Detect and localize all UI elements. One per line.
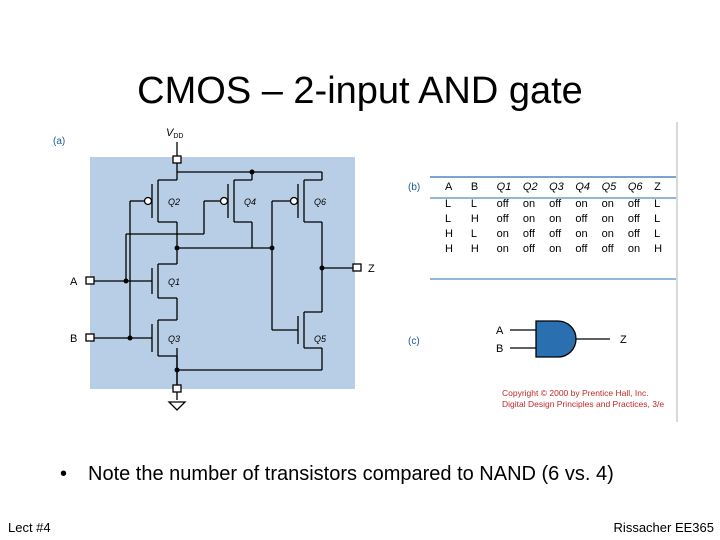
table-cell: L [470,227,477,240]
table-row: H L on off off on on off L [445,226,680,241]
transistor-label-q6: Q6 [314,197,326,207]
table-cell: on [549,242,562,255]
table-cell: L [654,227,661,240]
output-label-z: Z [368,263,375,275]
table-cell: off [627,212,640,225]
footer-course: Rissacher EE365 [613,520,714,535]
slide-title: CMOS – 2-input AND gate [137,70,583,112]
gate-input-label-b: B [496,343,503,355]
table-cell: L [654,212,661,225]
table-cell: on [522,212,536,225]
table-cell: on [601,227,614,240]
table-cell: off [601,242,614,255]
table-cell: off [549,197,562,210]
gate-output-label-z: Z [620,334,627,346]
panel-label-a: (a) [53,136,66,147]
table-cell: off [522,242,535,255]
table-cell: H [470,242,479,255]
table-cell: off [627,197,640,210]
table-cell: on [575,197,588,210]
panel-label-b: (b) [408,182,421,193]
truth-table: A B Q1 Q2 Q3 Q4 Q5 Q6 Z L L off on off o… [445,178,680,256]
table-cell: off [496,212,509,225]
table-row: H H on off on off off on H [445,241,680,256]
table-cell: H [445,227,453,240]
header-q2: Q2 [522,181,538,193]
header-b: B [470,181,479,193]
table-cell: off [549,227,562,240]
header-a: A [445,181,453,193]
transistor-label-q4: Q4 [244,197,256,207]
copyright-notice: Copyright © 2000 by Prentice Hall, Inc. … [502,388,664,410]
truth-table-header: A B Q1 Q2 Q3 Q4 Q5 Q6 Z [445,178,680,196]
header-q1: Q1 [496,181,512,193]
table-cell: H [654,242,663,255]
header-q4: Q4 [575,181,591,193]
header-z: Z [654,181,661,193]
table-cell: on [601,197,614,210]
table-cell: on [575,227,588,240]
table-cell: on [549,212,562,225]
header-q3: Q3 [549,181,564,193]
table-cell: L [470,197,477,210]
transistor-label-q5: Q5 [314,334,327,344]
table-cell: H [445,242,453,255]
footer-lecture: Lect #4 [8,520,51,535]
table-cell: off [522,227,535,240]
transistor-label-q1: Q1 [168,277,180,287]
copyright-line: Copyright © 2000 by Prentice Hall, Inc. [502,388,649,398]
schematic-background [90,157,355,389]
table-cell: H [470,212,479,225]
table-cell: off [575,212,588,225]
transistor-label-q2: Q2 [168,197,180,207]
table-cell: off [496,197,509,210]
ground-symbol [167,401,187,411]
figure: Q2 Q4 Q6 Q1 Q3 Q5 A B Z VDD A B Z [50,122,680,422]
table-cell: on [522,197,536,210]
table-cell: on [601,212,614,225]
table-cell: on [496,242,509,255]
header-q6: Q6 [627,181,643,193]
vdd-label: VDD [166,127,183,140]
table-cell: on [627,242,641,255]
input-label-b: B [70,333,77,345]
table-row: L H off on on off on off L [445,211,680,226]
copyright-line: Digital Design Principles and Practices,… [502,399,665,409]
header-q5: Q5 [601,181,617,193]
table-cell: off [575,242,588,255]
panel-label-c: (c) [408,336,420,347]
table-cell: L [445,212,452,225]
table-cell: off [627,227,640,240]
cmos-schematic: Q2 Q4 Q6 Q1 Q3 Q5 A B Z VDD A B Z [70,122,678,422]
table-row: L L off on off on on off L [445,196,680,211]
bullet-text: Note the number of transistors compared … [88,463,614,485]
table-cell: on [496,227,509,240]
table-cell: L [445,197,452,210]
gate-input-label-a: A [496,325,504,337]
table-cell: L [654,197,661,210]
input-label-a: A [70,276,78,288]
and-gate-symbol [510,320,610,358]
bullet-dot: • [60,463,68,485]
transistor-label-q3: Q3 [168,334,180,344]
